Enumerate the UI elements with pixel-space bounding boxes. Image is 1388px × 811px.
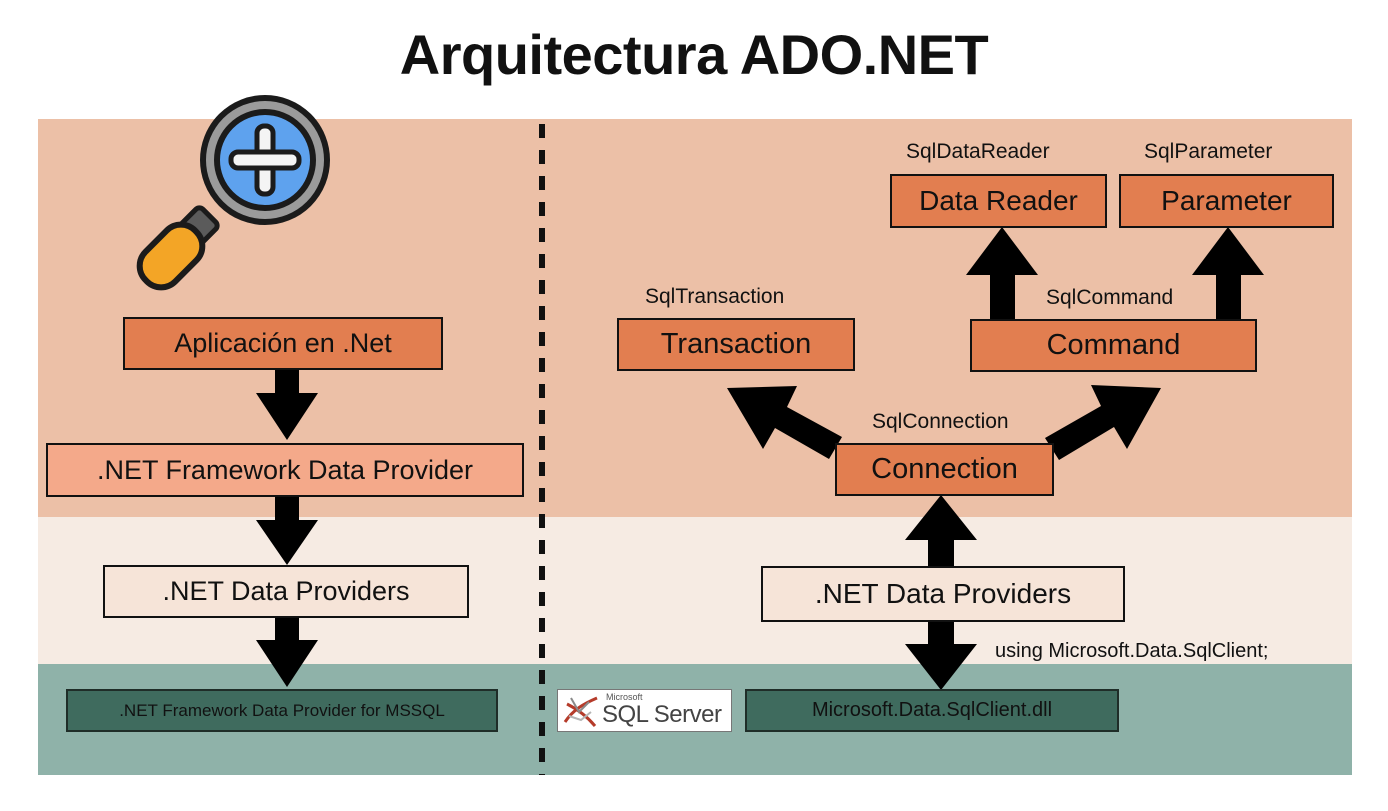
data-reader-box: Data Reader [890, 174, 1107, 228]
parameter-box: Parameter [1119, 174, 1334, 228]
arrow-providers-to-dll [905, 622, 977, 690]
using-statement-label: using Microsoft.Data.SqlClient; [995, 640, 1269, 662]
page-title: Arquitectura ADO.NET [399, 23, 989, 86]
datareader-class-label: SqlDataReader [906, 140, 1050, 163]
framework-provider-box: .NET Framework Data Provider [46, 443, 524, 497]
transaction-class-label: SqlTransaction [645, 285, 785, 308]
sql-server-glyph-icon [563, 696, 598, 727]
data-providers-box-left: .NET Data Providers [103, 565, 469, 618]
sql-logo-brand: Microsoft [606, 692, 643, 702]
mssql-provider-box: .NET Framework Data Provider for MSSQL [66, 689, 498, 732]
command-box: Command [970, 319, 1257, 372]
dll-box: Microsoft.Data.SqlClient.dll [745, 689, 1119, 732]
app-box: Aplicación en .Net [123, 317, 443, 370]
arrow-command-to-parameter [1192, 227, 1264, 321]
magnifier-plus-icon [136, 95, 330, 291]
arrow-connection-to-command [1045, 385, 1161, 460]
arrow-providers-to-mssql [256, 618, 318, 687]
arrow-command-to-datareader [966, 227, 1038, 321]
arrow-providers-to-connection [905, 495, 977, 566]
arrow-app-to-framework [256, 370, 318, 440]
transaction-box: Transaction [617, 318, 855, 371]
sql-server-logo-icon: Microsoft SQL Server [557, 689, 732, 732]
arrow-framework-to-providers [256, 493, 318, 565]
command-class-label: SqlCommand [1046, 286, 1174, 309]
data-providers-box-right: .NET Data Providers [761, 566, 1125, 622]
connection-class-label: SqlConnection [872, 410, 1009, 433]
parameter-class-label: SqlParameter [1144, 140, 1273, 163]
arrow-connection-to-transaction [727, 386, 842, 459]
connection-box: Connection [835, 443, 1054, 496]
sql-logo-product: SQL Server [602, 701, 722, 728]
